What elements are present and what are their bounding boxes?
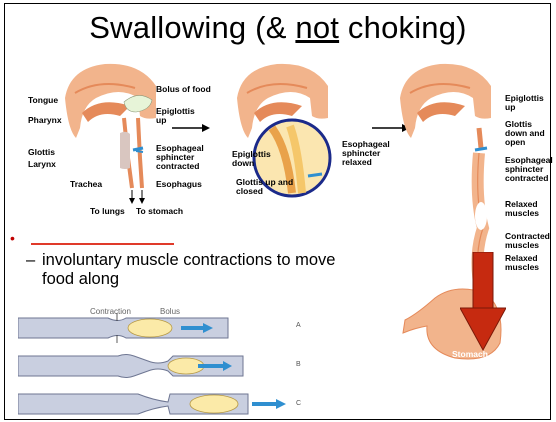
letter-c: C — [296, 400, 301, 407]
label-esophagus: Esophagus — [156, 180, 202, 189]
label-pharynx: Pharynx — [28, 116, 62, 125]
peristalsis-tube-c — [18, 388, 298, 420]
label-to-stomach: To stomach — [136, 206, 183, 216]
bullet-dot: • — [10, 230, 15, 246]
label-relaxed-muscles-2: Relaxed muscles — [505, 254, 547, 272]
label-trachea: Trachea — [70, 180, 102, 189]
slide-title: Swallowing (& not choking) — [0, 10, 556, 46]
letter-a: A — [296, 322, 301, 329]
title-underlined-word: not — [295, 10, 339, 45]
label-contracted-muscles: Contracted muscles — [505, 232, 547, 250]
label-to-lungs: To lungs — [90, 206, 125, 216]
blank-underline — [31, 243, 174, 245]
label-relaxed-muscles-1: Relaxed muscles — [505, 200, 547, 218]
big-down-arrow-icon — [460, 252, 506, 352]
label-epiglottis-down: Epiglottis down — [232, 150, 270, 168]
label-glottis-up-and-closed: Glottis up and closed — [236, 178, 294, 196]
arrow-right-icon — [172, 122, 210, 134]
peristalsis-tube-a — [18, 313, 288, 343]
label-esophageal-sphincter-contracted-3: Esophageal sphincter contracted — [505, 156, 553, 183]
title-prefix: Swallowing (& — [89, 10, 295, 45]
label-bolus-of-food: Bolus of food — [156, 85, 211, 94]
label-epiglottis-up-3: Epiglottis up — [505, 94, 547, 112]
label-esophageal-sphincter-relaxed: Esophageal sphincter relaxed — [342, 140, 397, 167]
label-esophageal-sphincter-contracted: Esophageal sphincter contracted — [156, 144, 216, 171]
bullet-subtext: – involuntary muscle contractions to mov… — [42, 251, 362, 289]
label-glottis: Glottis — [28, 148, 55, 157]
label-tongue: Tongue — [28, 96, 58, 105]
sub-text: involuntary muscle contractions to move … — [42, 251, 335, 288]
title-suffix: choking) — [339, 10, 467, 45]
peristalsis-tube-b — [18, 351, 288, 381]
label-larynx: Larynx — [28, 160, 56, 169]
label-glottis-down-and-open: Glottis down and open — [505, 120, 547, 147]
letter-b: B — [296, 361, 301, 368]
sub-dash: – — [26, 251, 35, 270]
